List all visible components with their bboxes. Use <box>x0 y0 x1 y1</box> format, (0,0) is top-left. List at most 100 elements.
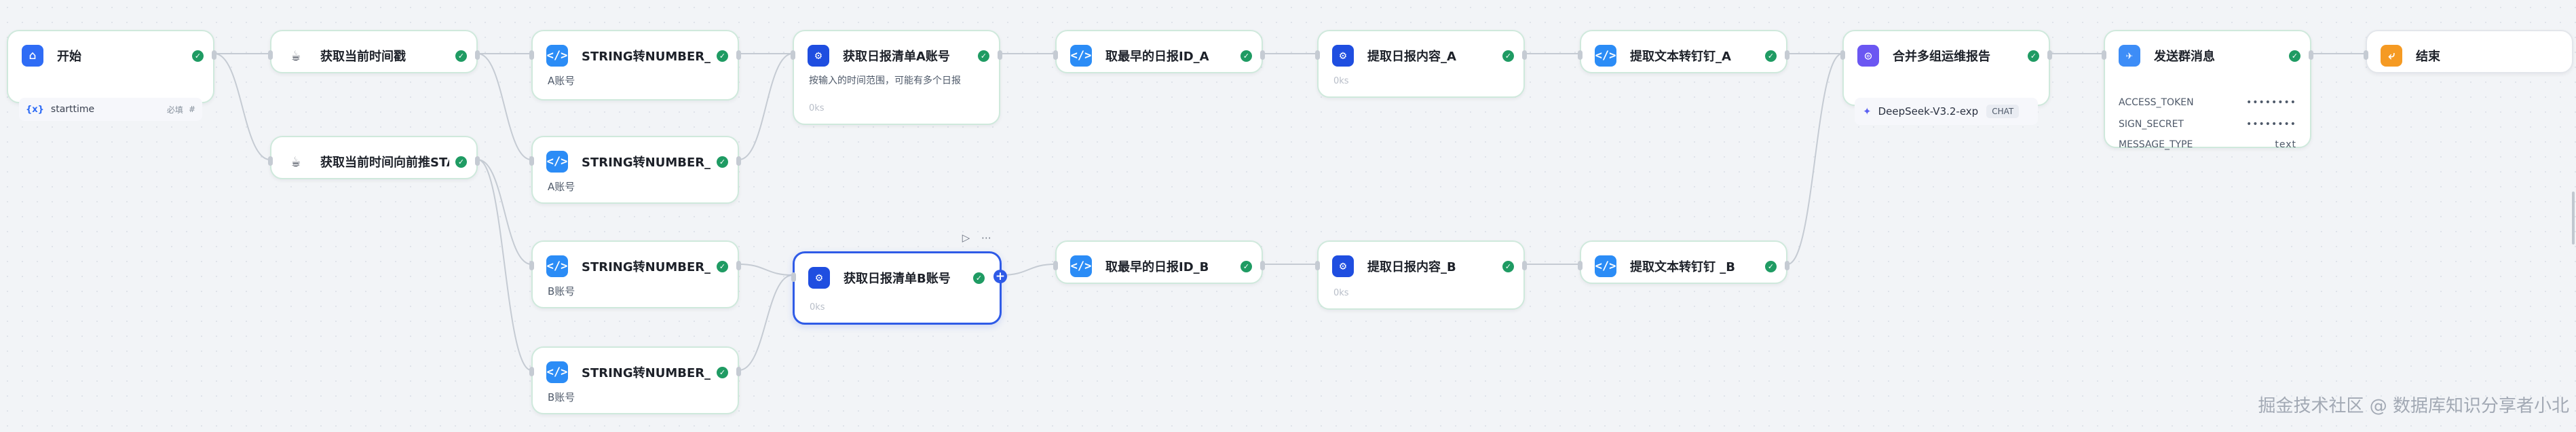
input-port[interactable] <box>1578 50 1583 60</box>
model-chip: CHAT <box>1986 105 2020 118</box>
node-text-a[interactable]: </> 提取文本转钉钉_A ✓ <box>1578 30 1789 73</box>
input-port[interactable] <box>1053 50 1058 60</box>
output-port[interactable] <box>736 367 741 376</box>
add-next-node-button[interactable]: + <box>993 270 1007 283</box>
output-port[interactable] <box>1260 261 1265 270</box>
success-check-icon: ✓ <box>717 50 728 62</box>
home-icon: ⌂ <box>22 45 43 67</box>
vertical-scrollbar[interactable] <box>2572 192 2575 245</box>
connector-edge[interactable] <box>477 159 532 265</box>
output-port[interactable] <box>736 50 741 60</box>
node-str-end-b[interactable]: </> STRING转NUMBER_END2 ✓ B账号 <box>529 240 741 308</box>
input-port[interactable] <box>529 367 534 376</box>
node-title: 发送群消息 <box>2154 50 2215 64</box>
output-port[interactable] <box>212 50 216 60</box>
exit-icon: ⤶ <box>2381 45 2402 67</box>
node-subtitle: A账号 <box>548 75 575 87</box>
success-check-icon: ✓ <box>1765 261 1777 272</box>
model-selector[interactable]: ✦ DeepSeek-V3.2-exp CHAT <box>1855 98 2038 125</box>
input-port[interactable] <box>1315 261 1320 270</box>
connector-edge[interactable] <box>738 264 793 276</box>
node-fetch-b[interactable]: ▷ ⋯ ⚙ 获取日报清单B账号 ✓ 0ks + <box>791 232 1007 325</box>
output-port[interactable] <box>1522 50 1527 60</box>
success-check-icon: ✓ <box>1502 261 1514 272</box>
node-fetch-a[interactable]: ⚙ 获取日报清单A账号 ✓ 按输入的时间范围，可能有多个日报 0ks <box>791 30 1002 125</box>
node-merge[interactable]: ◎ 合并多组运维报告 ✓ ✦ DeepSeek-V3.2-exp CHAT <box>1840 30 2052 125</box>
node-content-a[interactable]: ⚙ 提取日报内容_A ✓ 0ks <box>1315 30 1527 98</box>
success-check-icon: ✓ <box>192 50 204 62</box>
node-send-message[interactable]: ✈ 发送群消息 ✓ ACCESS_TOKEN •••••••• SIGN_SEC… <box>2102 30 2313 150</box>
output-port[interactable] <box>475 50 480 60</box>
input-port[interactable] <box>529 156 534 166</box>
success-check-icon: ✓ <box>1240 50 1252 62</box>
output-port[interactable] <box>736 156 741 166</box>
code-icon: </> <box>546 361 568 383</box>
node-title: 取最早的日报ID_B <box>1105 260 1209 274</box>
output-port[interactable] <box>736 261 741 270</box>
connector-edge[interactable] <box>477 53 532 160</box>
node-description: 按输入的时间范围，可能有多个日报 <box>809 75 961 86</box>
input-port[interactable] <box>1840 50 1845 60</box>
success-check-icon: ✓ <box>2289 50 2300 62</box>
node-title: 获取日报清单B账号 <box>844 272 951 286</box>
node-start[interactable]: ⌂ 开始 ✓ {x} starttime 必填 # <box>7 30 216 121</box>
input-port[interactable] <box>529 261 534 270</box>
node-earliest-a[interactable]: </> 取最早的日报ID_A ✓ <box>1053 30 1265 73</box>
connector-edge[interactable] <box>1787 53 1843 265</box>
gear-icon: ⚙ <box>808 267 830 289</box>
variable-required: 必填 <box>166 105 183 115</box>
node-subtitle: B账号 <box>548 285 575 298</box>
success-check-icon: ✓ <box>1240 261 1252 272</box>
model-name: DeepSeek-V3.2-exp <box>1878 105 1979 118</box>
output-port[interactable] <box>1260 50 1265 60</box>
code-icon: </> <box>1595 45 1616 67</box>
input-port[interactable] <box>2364 50 2368 60</box>
watermark: 掘金技术社区 @ 数据库知识分享者小北 <box>2258 396 2569 416</box>
success-check-icon: ✓ <box>1502 50 1514 62</box>
variable-tag: {x} <box>26 104 44 115</box>
variable-name: starttime <box>50 104 95 115</box>
node-str-start-a[interactable]: </> STRING转NUMBER_STAR1 ✓ A账号 <box>529 136 741 204</box>
input-port[interactable] <box>791 50 795 60</box>
input-port[interactable] <box>268 156 273 166</box>
node-subtitle: B账号 <box>548 391 575 403</box>
input-port[interactable] <box>1315 50 1320 60</box>
node-end[interactable]: ⤶ 结束 <box>2364 30 2573 73</box>
success-check-icon: ✓ <box>973 272 985 284</box>
node-get-time-prev[interactable]: ☕ 获取当前时间向前推START_1 ✓ <box>268 136 480 179</box>
connector-edge[interactable] <box>738 274 793 371</box>
node-toolbar[interactable]: ▷ ⋯ <box>962 232 996 244</box>
node-content-b[interactable]: ⚙ 提取日报内容_B ✓ 0ks <box>1315 240 1527 310</box>
success-check-icon: ✓ <box>717 367 728 378</box>
node-title: 取最早的日报ID_A <box>1105 50 1209 64</box>
node-get-time[interactable]: ☕ 获取当前时间戳 ✓ <box>268 30 480 73</box>
connector-edge[interactable] <box>477 159 532 371</box>
success-check-icon: ✓ <box>455 156 467 168</box>
node-text-b[interactable]: </> 提取文本转钉钉 _B ✓ <box>1578 240 1789 284</box>
connector-edge[interactable] <box>214 53 271 160</box>
output-port[interactable] <box>2309 50 2313 60</box>
connector-edge[interactable] <box>738 53 793 160</box>
input-port[interactable] <box>2102 50 2106 60</box>
output-port[interactable] <box>2047 50 2052 60</box>
output-port[interactable] <box>1785 50 1789 60</box>
code-icon: </> <box>546 151 568 173</box>
output-port[interactable] <box>475 156 480 166</box>
input-port[interactable] <box>1053 261 1058 270</box>
param-row: SIGN_SECRET •••••••• <box>2119 114 2296 134</box>
param-key: MESSAGE_TYPE <box>2119 139 2193 150</box>
input-port[interactable] <box>529 50 534 60</box>
input-port[interactable] <box>791 272 796 282</box>
input-port[interactable] <box>1578 261 1583 270</box>
code-icon: </> <box>546 45 568 67</box>
output-port[interactable] <box>1785 261 1789 270</box>
node-title: 提取日报内容_A <box>1367 50 1456 64</box>
node-earliest-b[interactable]: </> 取最早的日报ID_B ✓ <box>1053 240 1265 284</box>
connector-edge[interactable] <box>1001 264 1056 276</box>
node-str-end-a[interactable]: </> STRING转NUMBER_END1 ✓ A账号 <box>529 30 741 101</box>
output-port[interactable] <box>1522 261 1527 270</box>
node-str-start-b[interactable]: </> STRING转NUMBER_STAR1 ✓ B账号 <box>529 346 741 414</box>
gear-icon: ⚙ <box>808 45 829 67</box>
output-port[interactable] <box>998 50 1002 60</box>
input-port[interactable] <box>268 50 273 60</box>
